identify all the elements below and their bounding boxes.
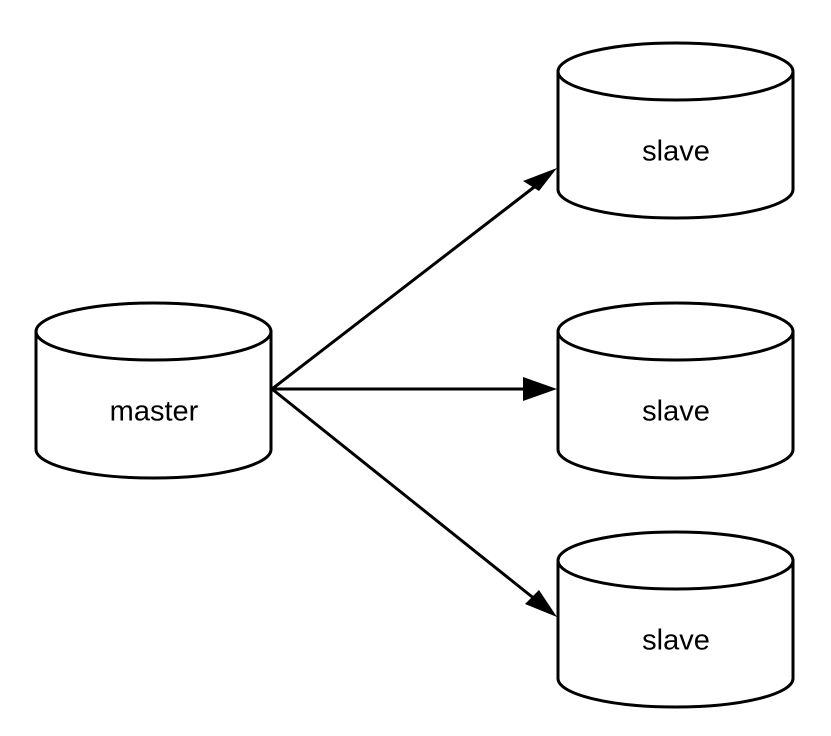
node-master-rim <box>34 330 273 362</box>
arrowhead-master-to-slave-1 <box>523 168 557 191</box>
node-master[interactable]: master <box>34 301 273 480</box>
arrowhead-master-to-slave-2 <box>523 377 557 401</box>
edge-line-master-to-slave-1 <box>271 179 543 391</box>
node-slave-1-label: slave <box>642 136 710 168</box>
node-slave-2[interactable]: slave <box>556 301 795 480</box>
node-slave-2-rim <box>556 330 795 362</box>
edge-master-to-slave-1[interactable] <box>271 168 557 391</box>
edge-master-to-slave-2[interactable] <box>272 377 557 401</box>
node-slave-3-body <box>556 530 795 709</box>
node-slave-1-rim <box>556 70 795 102</box>
node-slave-3[interactable]: slave <box>556 530 795 709</box>
edge-master-to-slave-3[interactable] <box>271 387 557 617</box>
node-slave-3-label: slave <box>642 625 710 657</box>
node-group: master slave slave slave <box>34 41 795 709</box>
edge-line-master-to-slave-3 <box>271 387 542 606</box>
node-slave-2-body <box>556 301 795 480</box>
node-slave-2-label: slave <box>642 396 710 428</box>
edge-group <box>271 168 557 617</box>
node-slave-1[interactable]: slave <box>556 41 795 220</box>
node-slave-3-rim <box>556 559 795 591</box>
node-master-label: master <box>110 396 199 428</box>
arrowhead-master-to-slave-3 <box>525 590 557 617</box>
node-slave-1-body <box>556 41 795 220</box>
node-master-body <box>34 301 273 480</box>
